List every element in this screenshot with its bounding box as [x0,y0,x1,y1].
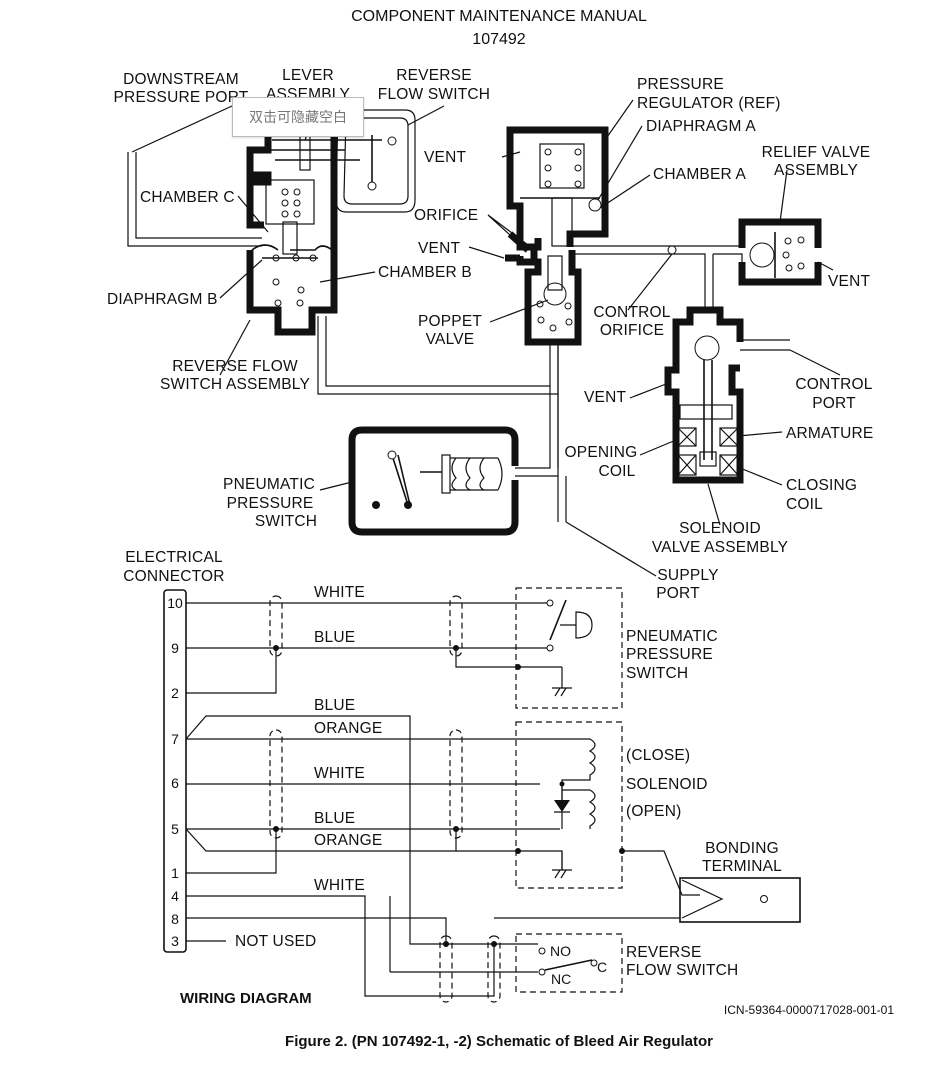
wiring-label-switch: SWITCH [626,665,688,682]
label-lever: LEVER [282,67,334,84]
label-switch: SWITCH [255,513,317,530]
schematic-leaders [131,99,841,577]
label-chamber-c: CHAMBER C [140,189,235,206]
label-control-orifice: ORIFICE [600,322,664,339]
pin-8: 8 [171,911,179,927]
pin-6: 6 [171,775,179,791]
label-opening: OPENING [565,444,638,461]
pin-5: 5 [171,821,179,837]
wiring-label-flow-switch: FLOW SWITCH [626,962,738,979]
label-diaphragm-a: DIAPHRAGM A [646,118,756,135]
tooltip-text: 双击可隐藏空白 [249,110,347,126]
label-orifice: ORIFICE [414,207,478,224]
manual-title: COMPONENT MAINTENANCE MANUAL [351,8,647,25]
pin-7: 7 [171,731,179,747]
figure-caption: Figure 2. (PN 107492-1, -2) Schematic of… [285,1033,713,1050]
rfs-nc: NC [551,971,571,987]
shield-markers [269,595,501,1003]
wiring-label-solenoid: SOLENOID [626,776,708,793]
label-supply-port: PORT [656,585,700,602]
electrical-connector [163,589,187,953]
label-closing-coil: COIL [786,496,823,513]
wire-white-low: WHITE [314,877,365,894]
label-pressure-port: PRESSURE PORT [114,89,249,106]
wiring-label-close: (CLOSE) [626,747,690,764]
wire-white-mid: WHITE [314,765,365,782]
label-valve-assembly: VALVE ASSEMBLY [652,539,788,556]
label-vent-solenoid: VENT [584,389,626,406]
label-control: CONTROL [593,304,670,321]
pin-10: 10 [167,595,183,611]
solenoid-valve-housing [664,306,744,484]
pin-3: 3 [171,933,179,949]
pneumatic-pressure-switch-housing [348,426,519,536]
label-armature: ARMATURE [786,425,873,442]
rfs-no: NO [550,943,571,959]
wire-blue-low: BLUE [314,810,355,827]
pneumatic-schematic [127,109,822,536]
label-electrical: ELECTRICAL [125,549,223,566]
pin-4: 4 [171,888,179,904]
lever-switch-box [335,109,416,213]
label-pneumatic: PNEUMATIC [223,476,315,493]
label-terminal: TERMINAL [702,858,782,875]
wiring-diagram: ELECTRICAL CONNECTOR 10 9 2 7 6 5 1 4 8 … [123,549,801,1007]
label-connector: CONNECTOR [123,568,224,585]
pin-2: 2 [171,685,179,701]
label-poppet-valve: VALVE [426,331,475,348]
label-poppet: POPPET [418,313,482,330]
label-vent-relief: VENT [828,273,870,290]
label-switch-assembly: SWITCH ASSEMBLY [160,376,310,393]
pps-wiring-box [515,587,623,709]
schematic-labels: DOWNSTREAM PRESSURE PORT LEVER ASSEMBLY … [107,67,873,602]
icn-number: ICN-59364-0000717028-001-01 [724,1003,894,1017]
label-supply: SUPPLY [657,567,718,584]
label-reverse-flow: REVERSE FLOW [172,358,298,375]
wiring-label-pressure: PRESSURE [626,646,713,663]
label-vent-top: VENT [424,149,466,166]
solenoid-wiring-box [515,721,623,889]
rfs-wiring-box [515,933,623,993]
label-opening-coil: COIL [599,463,636,480]
label-control-port-2: PORT [812,395,856,412]
wiring-diagram-title: WIRING DIAGRAM [180,990,312,1007]
label-bonding: BONDING [705,840,779,857]
wire-orange-low: ORANGE [314,832,382,849]
label-diaphragm-b: DIAPHRAGM B [107,291,218,308]
label-flow-switch: FLOW SWITCH [378,86,490,103]
label-downstream: DOWNSTREAM [123,71,239,88]
hide-whitespace-tooltip[interactable]: 双击可隐藏空白 [232,97,364,137]
reverse-flow-switch-housing [246,121,338,336]
label-chamber-b: CHAMBER B [378,264,472,281]
label-control-port-1: CONTROL [795,376,872,393]
label-relief-assembly: ASSEMBLY [774,162,858,179]
rfs-c: C [597,959,607,975]
label-pressure-regulator: REGULATOR (REF) [637,95,781,112]
wiring-label-reverse: REVERSE [626,944,701,961]
not-used-label: NOT USED [235,933,316,950]
label-chamber-a: CHAMBER A [653,166,747,183]
label-closing: CLOSING [786,477,857,494]
wire-blue-top: BLUE [314,629,355,646]
wiring-label-open: (OPEN) [626,803,681,820]
pin-9: 9 [171,640,179,656]
label-pressure: PRESSURE [637,76,724,93]
label-pressure-sw: PRESSURE [227,495,314,512]
wire-white-top: WHITE [314,584,365,601]
label-solenoid: SOLENOID [679,520,761,537]
label-relief-valve: RELIEF VALVE [762,144,871,161]
wire-blue-mid: BLUE [314,697,355,714]
wire-orange-mid: ORANGE [314,720,382,737]
manual-number: 107492 [472,31,525,48]
bonding-terminal [679,877,801,923]
wiring-label-pneumatic: PNEUMATIC [626,628,718,645]
pin-1: 1 [171,865,179,881]
label-reverse: REVERSE [396,67,471,84]
label-vent-mid: VENT [418,240,460,257]
